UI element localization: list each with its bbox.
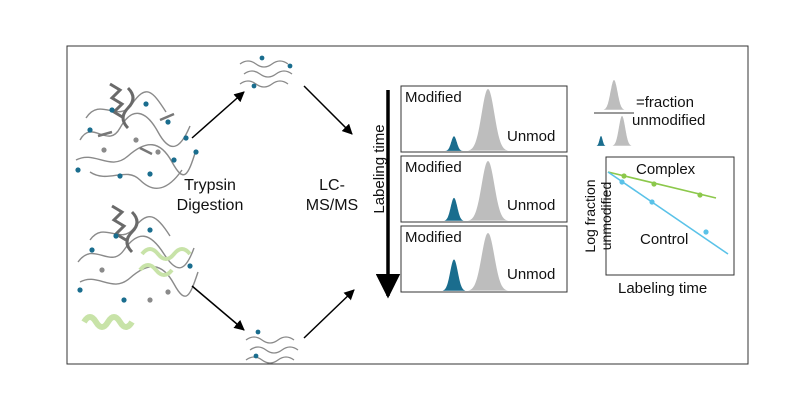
figure-frame bbox=[66, 45, 749, 365]
arrow-lcms-bottom bbox=[303, 289, 355, 339]
label-dots-top bbox=[75, 101, 199, 179]
labeling-time-axis-label: Labeling time bbox=[371, 124, 388, 214]
unmod-peak bbox=[468, 233, 508, 291]
spectrum-panel-2 bbox=[400, 155, 568, 223]
plot-y-axis-label: Log fraction unmodified bbox=[582, 156, 614, 276]
legend-unmod-peak-bottom bbox=[612, 116, 632, 146]
spectrum-panel-1 bbox=[400, 85, 568, 153]
legend-modified-peak bbox=[596, 136, 606, 146]
complex-point bbox=[621, 173, 627, 179]
complex-point bbox=[697, 192, 703, 198]
peptide-dots-top bbox=[251, 55, 293, 89]
spectrum-peaks bbox=[442, 89, 508, 291]
control-line bbox=[607, 171, 729, 255]
complex-point bbox=[651, 181, 657, 187]
peptide-dots-bottom bbox=[253, 329, 261, 359]
unmod-peak bbox=[468, 89, 508, 151]
modified-peak bbox=[445, 136, 463, 151]
label-dots-bottom bbox=[77, 227, 193, 303]
spectrum-panel-3 bbox=[400, 225, 568, 293]
legend-equation-line2: unmodified bbox=[632, 112, 706, 129]
panel2-unmod-label: Unmod bbox=[507, 197, 556, 214]
digestion-label: Trypsin Digestion bbox=[170, 176, 250, 216]
panel3-unmod-label: Unmod bbox=[507, 266, 556, 283]
legend-equation-line1: =fraction bbox=[636, 94, 694, 111]
lcms-label: LC- MS/MS bbox=[300, 176, 364, 216]
panel1-unmod-label: Unmod bbox=[507, 128, 556, 145]
arrow-digest-bottom bbox=[191, 285, 245, 331]
modified-peak bbox=[442, 259, 466, 291]
panel3-modified-label: Modified bbox=[405, 229, 462, 246]
modified-peak bbox=[443, 197, 465, 221]
digestion-label-line2: Digestion bbox=[176, 197, 244, 214]
lcms-label-line1: LC- bbox=[319, 177, 345, 194]
legend-equation-text: =fraction unmodified bbox=[632, 94, 705, 130]
protein-structure-top bbox=[75, 82, 197, 189]
plot-y-axis-label-line1: Log fraction bbox=[582, 179, 598, 253]
control-point bbox=[703, 229, 709, 235]
arrow-digest-top bbox=[191, 91, 245, 139]
legend-unmod-peak-top bbox=[603, 80, 625, 110]
peptides-bottom bbox=[245, 336, 299, 364]
control-series-label: Control bbox=[640, 231, 689, 248]
panel2-modified-label: Modified bbox=[405, 159, 462, 176]
fraction-legend bbox=[594, 80, 634, 146]
unmod-peak bbox=[468, 161, 508, 221]
arrow-lcms-top bbox=[303, 85, 353, 135]
complex-series-label: Complex bbox=[636, 161, 696, 178]
plot-y-axis-label-line2: unmodified bbox=[598, 181, 614, 251]
lcms-label-line2: MS/MS bbox=[305, 197, 359, 214]
control-point bbox=[649, 199, 655, 205]
panel1-modified-label: Modified bbox=[405, 89, 462, 106]
bound-partner bbox=[81, 247, 192, 330]
control-point bbox=[619, 179, 625, 185]
decay-plot-frame bbox=[605, 156, 735, 276]
plot-x-axis-label: Labeling time bbox=[618, 280, 708, 297]
peptides-top bbox=[239, 60, 293, 88]
digestion-label-line1: Trypsin bbox=[184, 177, 236, 194]
